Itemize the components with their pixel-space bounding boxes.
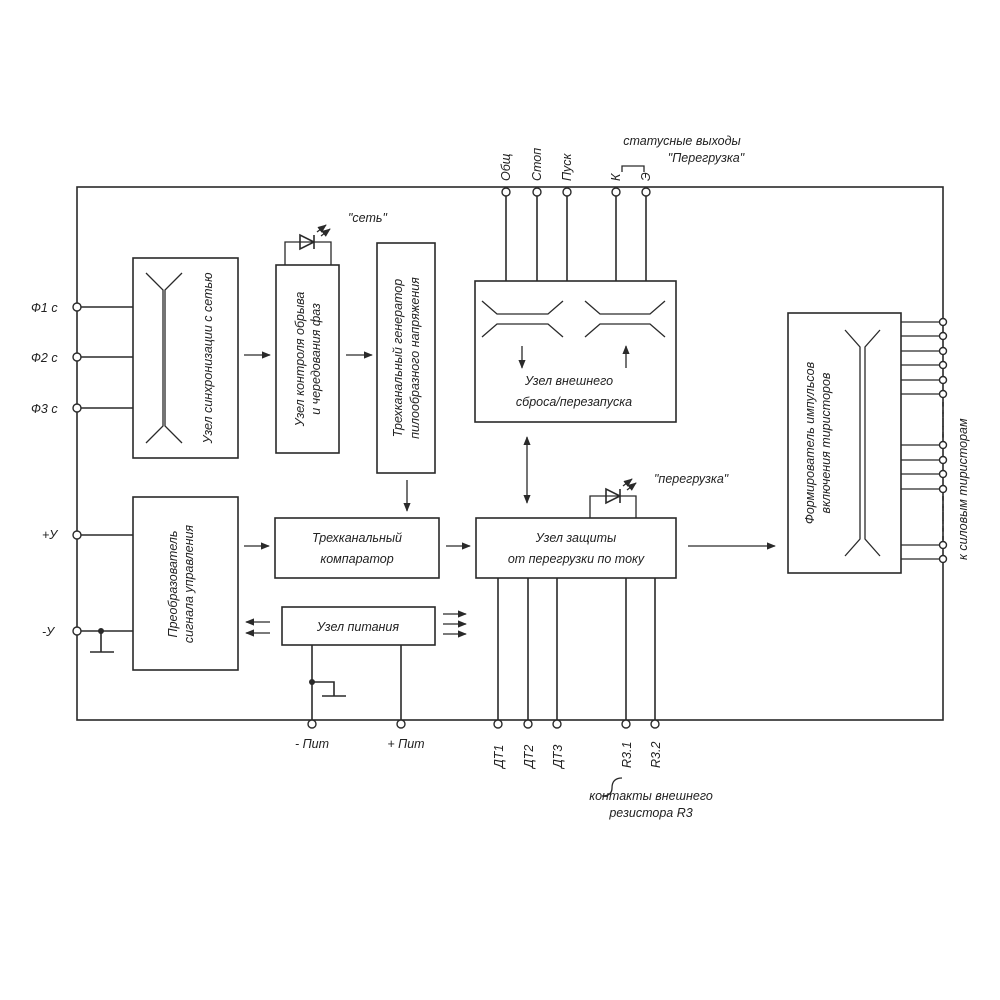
pin-label-k: К <box>609 173 623 181</box>
pin-r32-terminal <box>650 719 660 729</box>
pin-label-dt2: ДТ2 <box>522 745 536 770</box>
pin-common-terminal <box>501 187 511 197</box>
block-generator-label-1: Трехканальный генератор <box>391 279 405 437</box>
pin-plus-pit-terminal <box>396 719 406 729</box>
pin-dt1-terminal <box>493 719 503 729</box>
bottom-pins: - Пит + Пит ДТ1 ДТ2 ДТ3 R3.1 R3.2 контак… <box>295 578 713 820</box>
pin-label-e: Э <box>639 172 653 181</box>
pin-minus-u-terminal <box>72 626 82 636</box>
block-converter: Преобразователь сигнала управления <box>132 496 239 671</box>
block-pulse-former-label-1: Формирователь импульсов <box>803 361 817 524</box>
block-reset-label-2: сброса/перезапуска <box>516 395 632 409</box>
led-overload-icon: "перегрузка" <box>589 472 729 518</box>
signal-arrows <box>244 351 776 638</box>
ground-symbol-minus-u <box>90 628 114 653</box>
block-converter-label-2: сигнала управления <box>182 525 196 644</box>
pin-label-common: Общ <box>499 153 513 181</box>
block-generator: Трехканальный генератор пилообразного на… <box>376 242 436 474</box>
pin-stop-terminal <box>532 187 542 197</box>
block-power: Узел питания <box>281 606 436 646</box>
pin-label-minus-pit: - Пит <box>295 737 329 751</box>
block-phase-control-label-2: и чередования фаз <box>309 303 323 415</box>
left-pins: Ф1 с Ф2 с Ф3 с +У -У <box>31 301 133 653</box>
pin-label-plus-pit: + Пит <box>387 737 424 751</box>
top-pins: Общ Стоп Пуск К Э <box>499 148 653 281</box>
block-pulse-former-label-2: включения тиристоров <box>819 372 833 513</box>
resistor-contacts-label: контакты внешнего <box>589 789 713 803</box>
status-outputs-text: статусные выходы <box>623 134 741 148</box>
status-outputs-label: статусные выходы "Перегрузка" <box>621 134 745 172</box>
block-reset: Узел внешнего сброса/перезапуска <box>474 280 677 423</box>
pin-label-phase3: Ф3 с <box>31 402 58 416</box>
thyristor-outputs <box>901 317 948 564</box>
block-phase-control: Узел контроля обрыва и чередования фаз <box>275 264 340 454</box>
block-comparator-label-1: Трехканальный <box>312 531 402 545</box>
pin-label-dt3: ДТ3 <box>551 745 565 770</box>
block-reset-label-1: Узел внешнего <box>524 374 613 388</box>
pin-phase2-terminal <box>72 352 82 362</box>
pin-label-phase2: Ф2 с <box>31 351 58 365</box>
pin-label-stop: Стоп <box>530 148 544 181</box>
block-sync-label: Узел синхронизации с сетью <box>201 272 215 445</box>
block-sync: Узел синхронизации с сетью <box>132 257 239 459</box>
pin-label-r31: R3.1 <box>620 742 634 768</box>
block-power-label: Узел питания <box>316 620 399 634</box>
block-protection-label-2: от перегрузки по току <box>508 552 645 566</box>
pin-dt3-terminal <box>552 719 562 729</box>
pin-plus-u-terminal <box>72 530 82 540</box>
block-protection: Узел защиты от перегрузки по току <box>475 517 677 579</box>
thyristor-output-label: к силовым тиристорам <box>956 418 970 560</box>
block-phase-control-label-1: Узел контроля обрыва <box>293 292 307 428</box>
block-comparator-label-2: компаратор <box>320 552 393 566</box>
pin-k-terminal <box>611 187 621 197</box>
led-overload-label: "перегрузка" <box>654 472 729 486</box>
pin-minus-pit-terminal <box>307 719 317 729</box>
resistor-bracket <box>601 777 623 797</box>
led-network-icon: "сеть" <box>284 211 387 265</box>
block-converter-label-1: Преобразователь <box>166 531 180 638</box>
status-overload-text: "Перегрузка" <box>668 151 745 165</box>
pin-dt2-terminal <box>523 719 533 729</box>
pin-label-minus-u: -У <box>42 625 56 639</box>
block-protection-label-1: Узел защиты <box>535 531 616 545</box>
block-comparator: Трехканальный компаратор <box>274 517 440 579</box>
pin-phase1-terminal <box>72 302 82 312</box>
pin-label-plus-u: +У <box>42 528 59 542</box>
led-network-label: "сеть" <box>348 211 387 225</box>
pin-label-phase1: Ф1 с <box>31 301 58 315</box>
ground-symbol-minus-pit <box>309 679 346 697</box>
module-enclosure <box>76 186 944 721</box>
pin-phase3-terminal <box>72 403 82 413</box>
block-generator-label-2: пилообразного напряжения <box>408 277 422 439</box>
pin-e-terminal <box>641 187 651 197</box>
pin-label-start: Пуск <box>560 152 574 181</box>
block-pulse-former: Формирователь импульсов включения тирист… <box>787 312 902 574</box>
status-bracket <box>621 165 645 172</box>
pin-start-terminal <box>562 187 572 197</box>
pin-label-r32: R3.2 <box>649 742 663 768</box>
resistor-r3-label: резистора R3 <box>608 806 692 820</box>
pin-r31-terminal <box>621 719 631 729</box>
pin-label-dt1: ДТ1 <box>492 745 506 770</box>
